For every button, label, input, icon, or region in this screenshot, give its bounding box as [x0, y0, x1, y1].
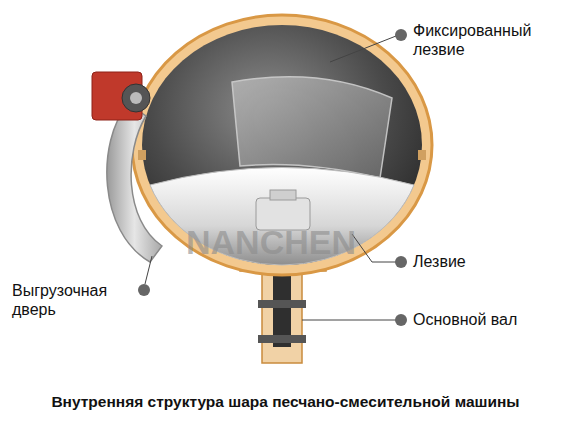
leader-dot — [395, 29, 407, 41]
door-hinge — [130, 92, 142, 104]
leader-line — [145, 256, 152, 284]
leader-dot — [395, 256, 407, 268]
part-label: Лезвие — [413, 252, 563, 271]
door-flange — [92, 72, 142, 120]
part-label: Основной вал — [413, 310, 563, 329]
bearing — [258, 300, 306, 308]
rotating-blade — [150, 168, 414, 266]
caption: Внутренняя структура шара песчано-смесит… — [0, 393, 571, 412]
bolt — [138, 150, 146, 160]
fixed-blade — [232, 77, 392, 178]
hub-cap — [270, 190, 296, 200]
leader-dot — [138, 284, 150, 296]
bolt — [418, 150, 426, 160]
part-label: Выгрузочная дверь — [12, 281, 134, 319]
leader-line — [352, 234, 396, 262]
part-label: Фиксированный лезвие — [413, 21, 563, 59]
bearing — [258, 335, 306, 343]
ball-interior — [142, 25, 422, 265]
door-hinge — [122, 84, 150, 112]
watermark: NANCHEN — [186, 222, 406, 263]
leader-dot — [395, 314, 407, 326]
leader-line — [330, 36, 396, 62]
shaft-housing — [262, 268, 302, 363]
ball-shell — [132, 15, 432, 275]
door-arm — [107, 104, 162, 262]
leader-line — [302, 320, 396, 321]
